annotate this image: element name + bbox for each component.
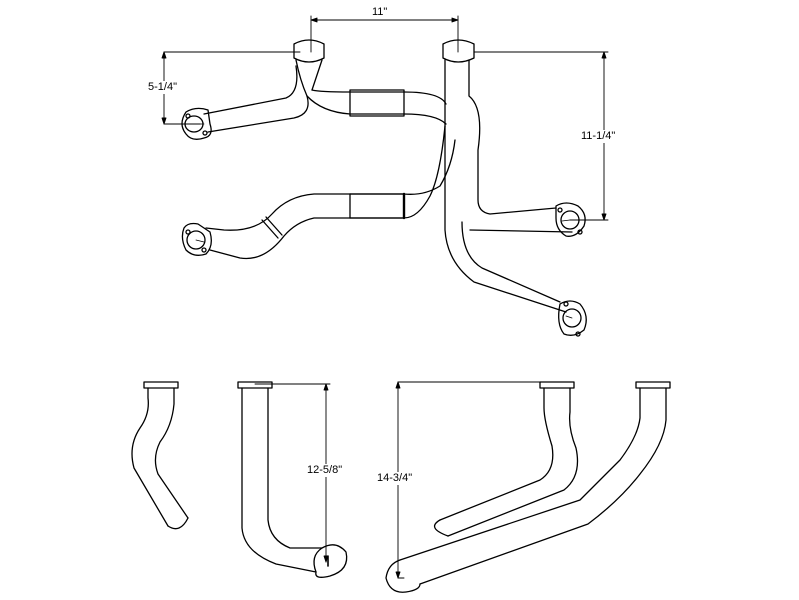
lower-left-weld-2 [265, 216, 283, 236]
side-view-j-pipe [237, 381, 348, 578]
collector-cap-left [293, 39, 325, 63]
dim-header-spacing [310, 15, 459, 53]
lower-left-primary [205, 193, 351, 260]
assembly-left-tube-end [433, 519, 449, 537]
assembly-end-flange [385, 559, 421, 593]
j-pipe-tube [241, 387, 323, 573]
flange-lower-left [181, 222, 212, 256]
dim-label-right-flange-offset: 11-1/4" [580, 130, 617, 143]
side-view-full-assembly [385, 381, 671, 593]
dim-label-upper-flange-offset: 5-1/4" [147, 81, 178, 94]
dim-upper-flange-offset [161, 51, 301, 125]
upper-left-primary [203, 65, 309, 133]
upper-sleeve [349, 89, 405, 117]
side-view-s-pipe [131, 381, 189, 530]
lower-crossover [349, 125, 456, 219]
right-lower-branch [461, 221, 573, 303]
assembly-flange-right [635, 381, 671, 389]
assembly-flange-left [539, 381, 575, 389]
flange-lower-right [558, 300, 587, 337]
lower-left-weld-1 [261, 219, 279, 239]
dim-label-side-view-height: 12-5/8" [306, 464, 344, 477]
left-collector-neck [295, 59, 323, 97]
right-collector-down-tube [444, 59, 567, 313]
j-pipe-flange [237, 381, 273, 389]
s-pipe-flange [143, 381, 179, 389]
assembly-left-tube [439, 387, 579, 537]
collector-cap-right [442, 39, 475, 63]
lower-sleeve [349, 193, 405, 219]
dim-label-header-spacing: 11" [371, 6, 389, 19]
upper-crossover [306, 89, 447, 125]
s-pipe-tube [131, 387, 189, 527]
dim-full-assembly-height [395, 381, 557, 579]
assembly-right-tube [399, 387, 667, 585]
j-pipe-flange-end [313, 544, 348, 578]
s-pipe-end [167, 517, 189, 530]
dim-label-full-assembly-height: 14-3/4" [376, 472, 414, 485]
top-view [161, 15, 609, 337]
